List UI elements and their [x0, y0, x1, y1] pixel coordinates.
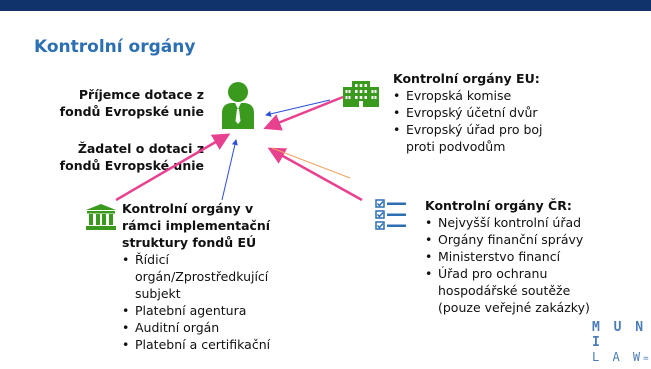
list-item: Řídicí — [122, 251, 322, 268]
list-item-continuation: subjekt — [135, 286, 181, 301]
arrow-orange-cr — [271, 147, 351, 179]
arrow-blue-impl — [221, 139, 238, 201]
list-item: Platební a certifikační — [122, 336, 322, 353]
arrow-eu-to-person — [263, 95, 344, 131]
impl-heading-line: Kontrolní orgány v — [122, 201, 254, 216]
impl-heading-line: struktury fondů EÚ — [122, 235, 257, 250]
building-icon — [343, 81, 379, 107]
list-item: Auditní orgán — [122, 319, 322, 336]
top-bar — [0, 0, 651, 11]
impl-heading-line: rámci implementační — [122, 218, 271, 233]
applicant-label: Žadatel o dotaci z fondů Evropské unie — [22, 140, 204, 174]
impl-list: Řídicí orgán/Zprostředkující subjekt Pla… — [122, 251, 322, 353]
logo-mark: = — [643, 354, 649, 364]
list-item: Evropský účetní dvůr — [393, 104, 623, 121]
applicant-label-line: Žadatel o dotaci z — [77, 141, 204, 156]
checklist-icon — [374, 199, 408, 233]
list-item: Ministerstvo financí — [425, 248, 645, 265]
cr-list: Nejvyšší kontrolní úřad Orgány finanční … — [425, 214, 645, 316]
impl-heading: Kontrolní orgány v rámci implementační s… — [122, 200, 270, 251]
cr-heading: Kontrolní orgány ČR: — [425, 198, 572, 213]
person-icon — [220, 81, 256, 129]
muni-law-logo: M U N I L A W= — [592, 320, 651, 367]
list-item: Platební agentura — [122, 302, 322, 319]
list-item-continuation: (pouze veřejné zakázky) — [438, 300, 590, 315]
slide-title: Kontrolní orgány — [34, 37, 196, 57]
list-item: Nejvyšší kontrolní úřad — [425, 214, 645, 231]
arrow-blue-eu — [265, 99, 331, 117]
recipient-label-line: fondů Evropské unie — [59, 104, 204, 119]
logo-line-text: L A W — [592, 350, 644, 364]
arrow-cr-to-person — [267, 147, 363, 202]
institution-icon — [86, 204, 116, 230]
recipient-label-line: Příjemce dotace z — [78, 87, 204, 102]
recipient-label: Příjemce dotace z fondů Evropské unie — [22, 86, 204, 120]
list-item-continuation: hospodářské soutěže — [438, 283, 571, 298]
eu-list: Evropská komise Evropský účetní dvůr Evr… — [393, 87, 623, 155]
list-item: Úřad pro ochranu — [425, 265, 645, 282]
applicant-label-line: fondů Evropské unie — [59, 158, 204, 173]
eu-heading: Kontrolní orgány EU: — [393, 71, 540, 86]
list-item-continuation: orgán/Zprostředkující — [135, 269, 269, 284]
logo-line: L A W= — [592, 350, 651, 367]
logo-line: M U N I — [592, 320, 647, 350]
list-item: Orgány finanční správy — [425, 231, 645, 248]
list-item: Evropský úřad pro boj — [393, 121, 623, 138]
list-item: Evropská komise — [393, 87, 623, 104]
list-item-continuation: proti podvodům — [406, 139, 506, 154]
